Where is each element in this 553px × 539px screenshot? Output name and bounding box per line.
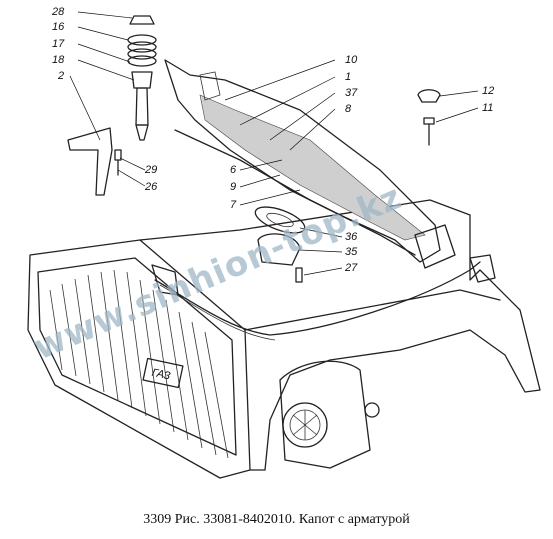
callout-18: 18	[52, 54, 65, 66]
callout-36: 36	[345, 231, 358, 243]
callout-35: 35	[345, 246, 358, 258]
grille-emblem	[142, 357, 184, 389]
callout-11: 11	[482, 102, 493, 114]
callout-17: 17	[52, 38, 65, 50]
headlight	[282, 402, 328, 448]
figure-caption: 3309 Рис. 33081-8402010. Капот с арматур…	[143, 512, 410, 527]
callout-27: 27	[344, 262, 358, 274]
callout-37: 37	[345, 87, 358, 99]
bracket-2	[67, 127, 122, 196]
callout-10: 10	[345, 54, 358, 66]
callout-16: 16	[52, 21, 65, 33]
callout-29: 29	[144, 164, 157, 176]
radiator-grille: ГАЗ	[27, 239, 251, 479]
cable-handle	[469, 254, 496, 283]
leader-lines	[69, 11, 479, 276]
callout-2: 2	[57, 70, 64, 82]
callout-28: 28	[51, 6, 65, 18]
hood-hinge	[414, 224, 456, 269]
side-marker-light	[364, 402, 380, 418]
lock-mechanism	[151, 264, 179, 296]
hood-panel	[164, 59, 456, 269]
callout-12: 12	[482, 85, 494, 97]
callout-9: 9	[230, 181, 236, 193]
spring-buffer-stack	[127, 15, 157, 141]
hood-stop-assembly	[254, 206, 306, 283]
fasteners-12-11	[417, 89, 441, 146]
callout-7: 7	[230, 199, 237, 211]
callout-6: 6	[230, 164, 237, 176]
callout-26: 26	[144, 181, 158, 193]
callout-labels: 28 16 17 18 2 29 26 10 1 37 8 6 9 7 12 1…	[51, 6, 494, 274]
hood-cable	[151, 254, 496, 341]
emblem-text: ГАЗ	[151, 367, 172, 383]
callout-1: 1	[345, 71, 351, 83]
front-fender	[139, 199, 541, 471]
callout-8: 8	[345, 103, 352, 115]
